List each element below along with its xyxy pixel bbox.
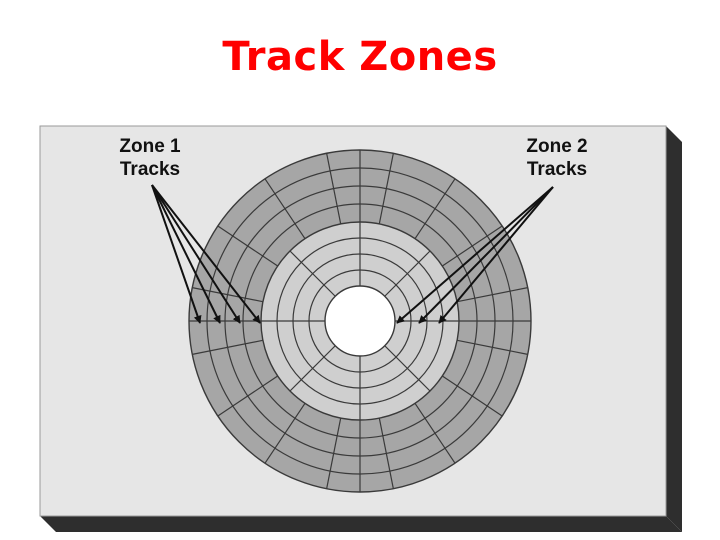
zone1-label-line2: Tracks (120, 159, 180, 180)
zone1-sector-line (264, 402, 306, 464)
zone2-sector-line (289, 250, 336, 297)
zone2-label-line2: Tracks (527, 159, 587, 180)
zone1-sector-line (441, 225, 503, 267)
zone2-arrows (396, 186, 554, 324)
zone1-sector-line (217, 225, 279, 267)
zone1-sector-line (217, 375, 279, 417)
slide-title: Track Zones (222, 34, 498, 80)
zone1-arrow-4 (151, 184, 261, 324)
zone2-arrow-2 (418, 186, 554, 324)
zone1-sector-line (441, 375, 503, 417)
zone1-arrow-3 (151, 184, 241, 324)
zone2-sector-line (384, 345, 431, 392)
zone2-sector-line (289, 345, 336, 392)
zone1-sector-line (414, 402, 456, 464)
zone1-sector-line (264, 178, 306, 240)
zone1-sector-line (192, 339, 264, 355)
zone1-sector-line (326, 417, 342, 489)
zone1-sector-line (456, 287, 528, 303)
zone2-sector-line (384, 250, 431, 297)
zone1-sector-line (414, 178, 456, 240)
zone1-arrows (151, 184, 261, 324)
zone1-sector-line (456, 339, 528, 355)
zone2-label-line1: Zone 2 (526, 136, 587, 157)
zone1-arrow-1 (151, 184, 202, 324)
panel-shadow-bottom (40, 516, 682, 532)
panel-shadow-right (666, 126, 682, 532)
zone2-arrow-3 (438, 186, 554, 324)
zone1-sector-line (378, 153, 394, 225)
zone1-sector-line (378, 417, 394, 489)
disk-platter (188, 149, 532, 493)
zone1-arrow-2 (151, 184, 221, 324)
zone2-arrow-1 (396, 186, 554, 324)
zone1-sector-line (326, 153, 342, 225)
zone1-label-line1: Zone 1 (119, 136, 181, 157)
spindle-hole (324, 285, 396, 357)
